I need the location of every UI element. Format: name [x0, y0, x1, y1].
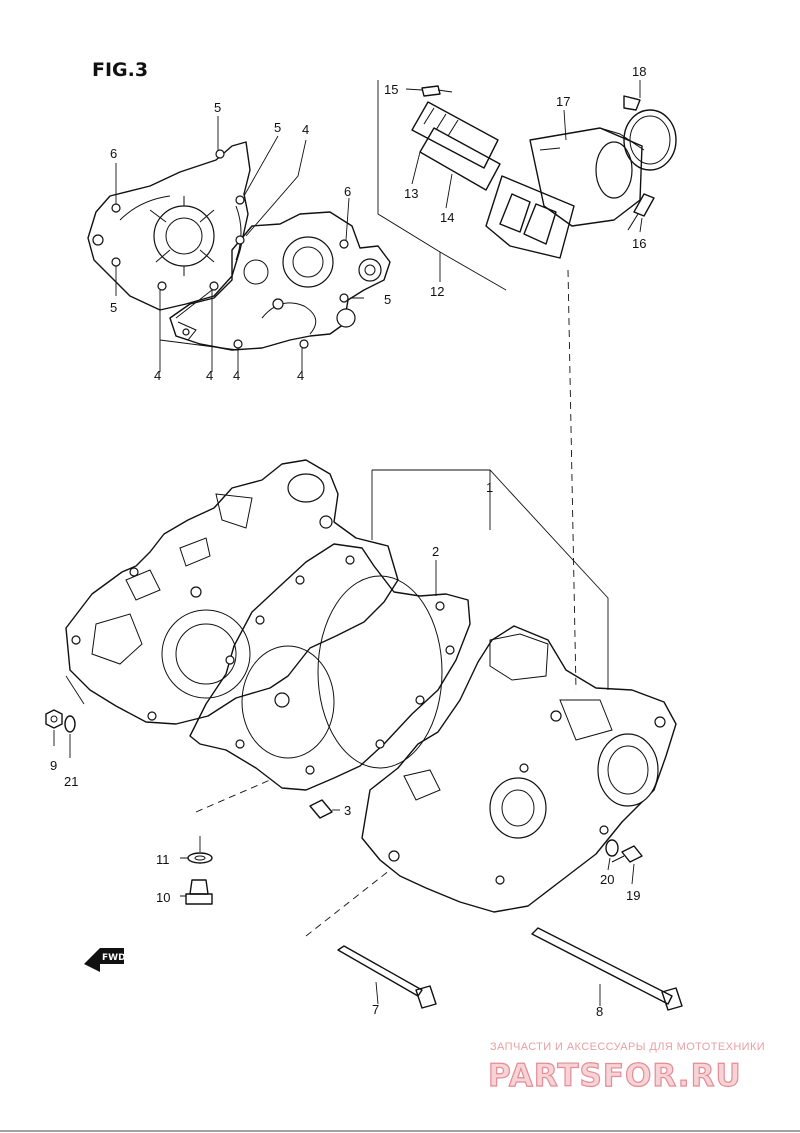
right-crankcase-half: [361, 625, 677, 913]
callout-4: 4: [297, 368, 304, 383]
callout-14: 14: [440, 210, 454, 225]
callout-1: 1: [486, 480, 493, 495]
callout-7: 7: [372, 1002, 379, 1017]
callout-5: 5: [384, 292, 391, 307]
fwd-label: FWD: [102, 953, 126, 963]
callout-8: 8: [596, 1004, 603, 1019]
callout-4: 4: [154, 368, 161, 383]
callout-2: 2: [432, 544, 439, 559]
watermark-logo: PARTSFOR.RU: [488, 1058, 742, 1094]
callout-20: 20: [600, 872, 614, 887]
callout-18: 18: [632, 64, 646, 79]
nut-and-washer-left: [45, 675, 85, 758]
callout-16: 16: [632, 236, 646, 251]
callout-19: 19: [626, 888, 640, 903]
bolt-and-washer-right: [605, 839, 643, 885]
callout-6: 6: [110, 146, 117, 161]
callout-5: 5: [110, 300, 117, 315]
callout-5: 5: [214, 100, 221, 115]
callout-9: 9: [50, 758, 57, 773]
fwd-arrow-icon: [84, 948, 124, 972]
crankcase-face-view: [87, 116, 391, 372]
drain-bolt-and-washer: [180, 836, 213, 905]
callout-4: 4: [233, 368, 240, 383]
watermark-tagline: ЗАПЧАСТИ И АКСЕССУАРЫ ДЛЯ МОТОТЕХНИКИ: [490, 1041, 765, 1053]
callout-6: 6: [344, 184, 351, 199]
callout-4: 4: [206, 368, 213, 383]
reed-valve-intake-assembly: [377, 80, 677, 291]
callout-labels: 1 2 3 4 4 4 4 4 5 5 5 5 6 6 7 8 9 10 11 …: [50, 64, 646, 1019]
callout-4: 4: [302, 122, 309, 137]
watermark: ЗАПЧАСТИ И АКСЕССУАРЫ ДЛЯ МОТОТЕХНИКИ PA…: [487, 1041, 765, 1095]
crankcase-bolt-short: [337, 945, 437, 1009]
callout-15: 15: [384, 82, 398, 97]
callout-3: 3: [344, 803, 351, 818]
callout-11: 11: [156, 852, 170, 867]
callout-21: 21: [64, 774, 78, 789]
crankcase-gasket: [189, 543, 471, 791]
dowel-pin: [309, 799, 340, 819]
callout-10: 10: [156, 890, 170, 905]
callout-5: 5: [274, 120, 281, 135]
callout-17: 17: [556, 94, 570, 109]
left-crankcase-half: [65, 459, 399, 725]
callout-13: 13: [404, 186, 418, 201]
crankcase-bolt-long: [531, 927, 683, 1011]
figure-title: FIG.3: [92, 59, 148, 81]
fwd-direction-badge: FWD: [84, 948, 126, 972]
callout-12: 12: [430, 284, 444, 299]
